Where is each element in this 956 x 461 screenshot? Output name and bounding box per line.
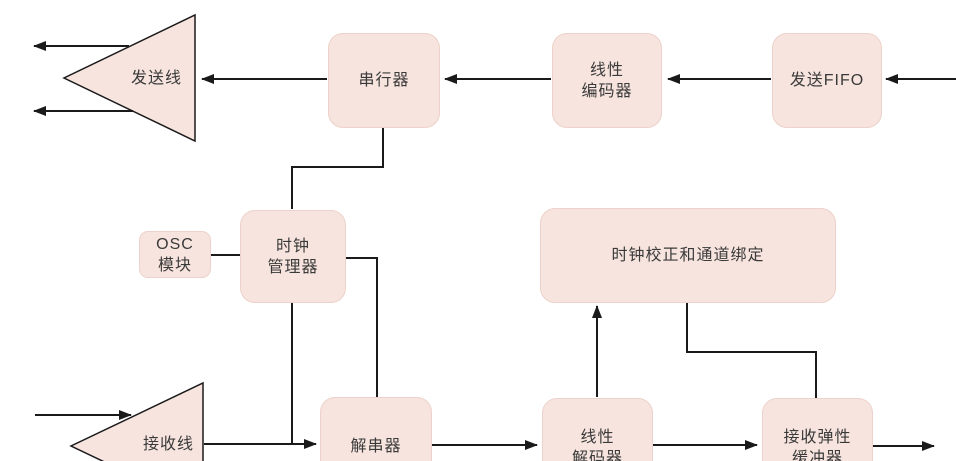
node-serializer-label: 串行器 [358,72,410,89]
line-clock-manager-to-deserializer [345,257,378,398]
node-line-encoder-label: 线性 编码器 [581,61,633,100]
line-clock-correction-to-buffer [686,303,817,399]
line-serializer-to-clock-manager [291,127,384,209]
node-line-decoder-label: 线性 解码器 [571,429,623,461]
node-serializer: 串行器 [328,33,440,128]
node-line-decoder: 线性 解码器 [542,398,653,461]
node-line-encoder: 线性 编码器 [552,33,662,128]
node-deserializer: 解串器 [320,397,432,461]
node-rx-elastic-buffer-label: 接收弹性 缓冲器 [783,429,852,461]
tx-line-label: 发送线 [131,70,183,87]
node-clock-manager: 时钟 管理器 [240,210,346,303]
rx-line-label: 接收线 [143,436,195,453]
node-osc-module: OSC 模块 [139,231,211,278]
node-deserializer-label: 解串器 [350,438,402,455]
node-tx-fifo-label: 发送FIFO [789,72,865,89]
rx-line-triangle [69,381,204,461]
node-tx-fifo: 发送FIFO [772,33,882,128]
node-clock-manager-label: 时钟 管理器 [267,237,319,276]
node-clock-correction-label: 时钟校正和通道绑定 [611,247,765,264]
tx-line-triangle [62,13,196,143]
node-osc-module-label: OSC 模块 [156,235,194,274]
node-rx-elastic-buffer: 接收弹性 缓冲器 [762,398,873,461]
node-clock-correction: 时钟校正和通道绑定 [540,208,836,303]
